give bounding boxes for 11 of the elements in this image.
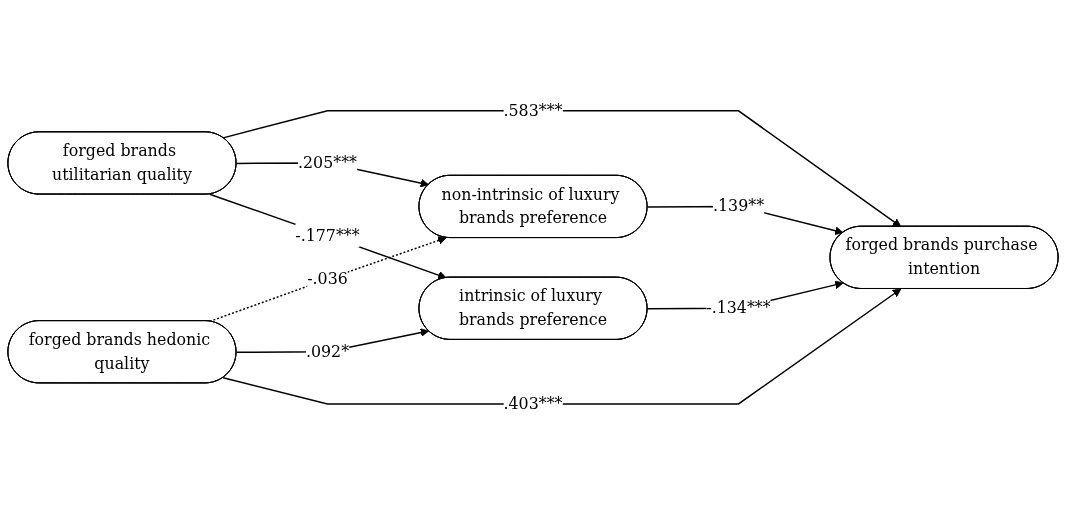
edge-label: -.036 (307, 268, 348, 288)
arrow (208, 193, 447, 280)
edge-label: .403*** (503, 393, 563, 413)
edge-label: -.134*** (706, 298, 771, 317)
edge-label: .092* (305, 341, 350, 361)
arrow (222, 288, 902, 405)
edge-label: .583*** (503, 100, 563, 120)
edge-label: .205*** (298, 152, 357, 172)
edge-label: -.177*** (295, 225, 360, 245)
arrow (222, 109, 902, 227)
edge-label: .139** (713, 196, 765, 215)
